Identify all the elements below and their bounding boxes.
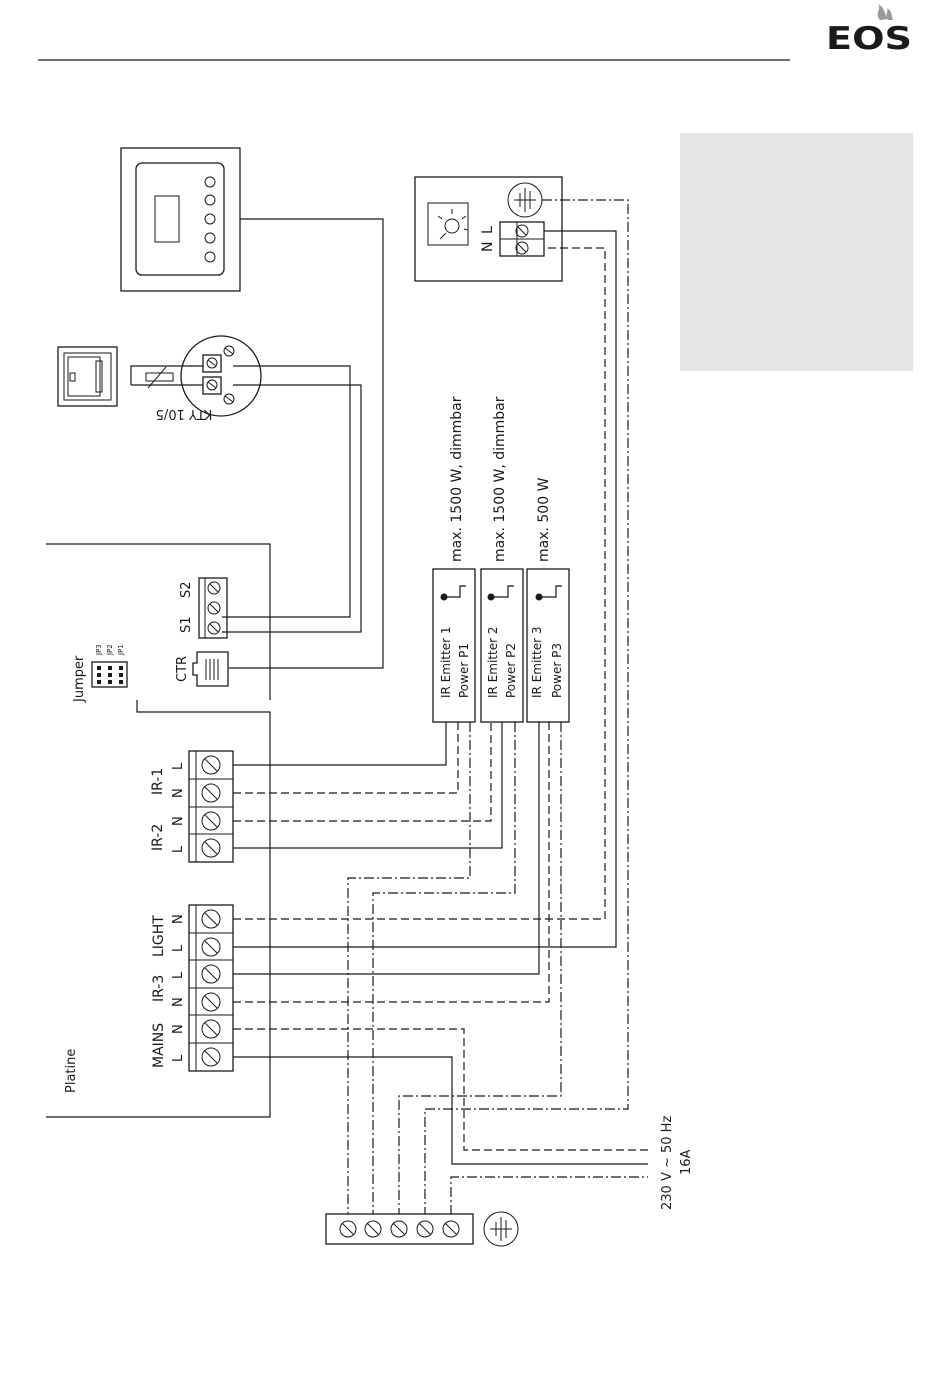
jp3-label: JP3 <box>95 644 103 656</box>
ir1-n-wire <box>233 722 458 793</box>
jumper-label: Jumper <box>72 655 87 703</box>
supply-pe-wire <box>451 1177 648 1215</box>
upper-pin-1: L <box>171 762 186 770</box>
emitter-2-rating: max. 1500 W, dimmbar <box>492 396 508 562</box>
ground-terminal-bar <box>326 1214 473 1244</box>
emitter-1-name: IR Emitter 1 <box>439 627 453 698</box>
lamp-n-label: N <box>480 242 496 252</box>
platine-label: Platine <box>64 1049 79 1093</box>
temperature-sensor <box>58 347 117 406</box>
emitter2-pe-wire <box>373 722 515 1215</box>
ir3-group-label: IR-3 <box>151 975 167 1002</box>
lower-pin-1: N <box>171 914 186 924</box>
lower-pin-3: L <box>171 971 186 979</box>
emitter-3-name: IR Emitter 3 <box>530 627 544 698</box>
ir1-group-label: IR-1 <box>150 768 166 795</box>
lower-pin-4: N <box>171 997 186 1007</box>
emitter-3-power: Power P3 <box>550 643 564 698</box>
jp2-label: JP2 <box>106 644 114 656</box>
emitter-1-power: Power P1 <box>457 643 471 698</box>
light-group-label: LIGHT <box>151 915 167 957</box>
s1-label: S1 <box>179 616 194 633</box>
lower-pin-2: L <box>171 944 186 952</box>
jumper-block: Jumper JP3 JP2 JP1 <box>72 644 127 703</box>
kty-label: KTY 10/5 <box>156 406 213 421</box>
lamp-l-label: L <box>480 226 496 234</box>
light-fixture: N L <box>415 177 562 281</box>
upper-pin-3: N <box>171 816 186 826</box>
mains-terminal-block: LIGHT IR-3 MAINS N L L N N L <box>151 905 233 1071</box>
ir2-group-label: IR-2 <box>150 824 166 851</box>
mains-n-wire <box>233 1029 648 1150</box>
ir2-n-wire <box>233 722 491 821</box>
ir2-l-wire <box>233 722 502 848</box>
ground-icon-main <box>484 1212 518 1246</box>
lower-pin-5: N <box>171 1024 186 1034</box>
supply-fuse: 16A <box>679 1149 694 1175</box>
eos-logo: EOS <box>826 4 912 57</box>
ir1-l-wire <box>233 722 446 765</box>
mains-group-label: MAINS <box>151 1023 167 1068</box>
jp1-label: JP1 <box>117 644 125 656</box>
mains-l-wire <box>233 1057 648 1164</box>
logo-text: EOS <box>826 21 912 57</box>
upper-pin-4: L <box>171 845 186 853</box>
flame-icon <box>878 4 888 20</box>
ir-emitter-2: IR Emitter 2 Power P2 max. 1500 W, dimmb… <box>481 396 523 722</box>
ir12-terminal-block: IR-1 IR-2 L N N L <box>150 751 233 862</box>
emitter-2-power: Power P2 <box>504 643 518 698</box>
emitter-1-rating: max. 1500 W, dimmbar <box>449 396 465 562</box>
s1-wire <box>222 385 361 632</box>
ctr-wire <box>229 219 383 668</box>
s2-label: S2 <box>179 581 194 598</box>
sensor-terminal-block: S1 S2 <box>179 578 227 638</box>
upper-pin-2: N <box>171 788 186 798</box>
ir-emitter-1: IR Emitter 1 Power P1 max. 1500 W, dimmb… <box>433 396 475 722</box>
ctr-label: CTR <box>175 656 190 682</box>
side-panel <box>680 133 913 371</box>
emitter3-pe-wire <box>399 722 561 1215</box>
emitter-2-name: IR Emitter 2 <box>486 627 500 698</box>
lower-pin-6: L <box>171 1054 186 1062</box>
sensor-terminal-head <box>181 336 261 416</box>
ir-emitter-3: IR Emitter 3 Power P3 max. 500 W <box>527 477 569 722</box>
control-panel-unit <box>121 148 240 291</box>
emitter-3-rating: max. 500 W <box>536 477 552 562</box>
supply-voltage: 230 V ~ 50 Hz <box>660 1116 675 1210</box>
ctr-connector: CTR <box>175 652 228 686</box>
